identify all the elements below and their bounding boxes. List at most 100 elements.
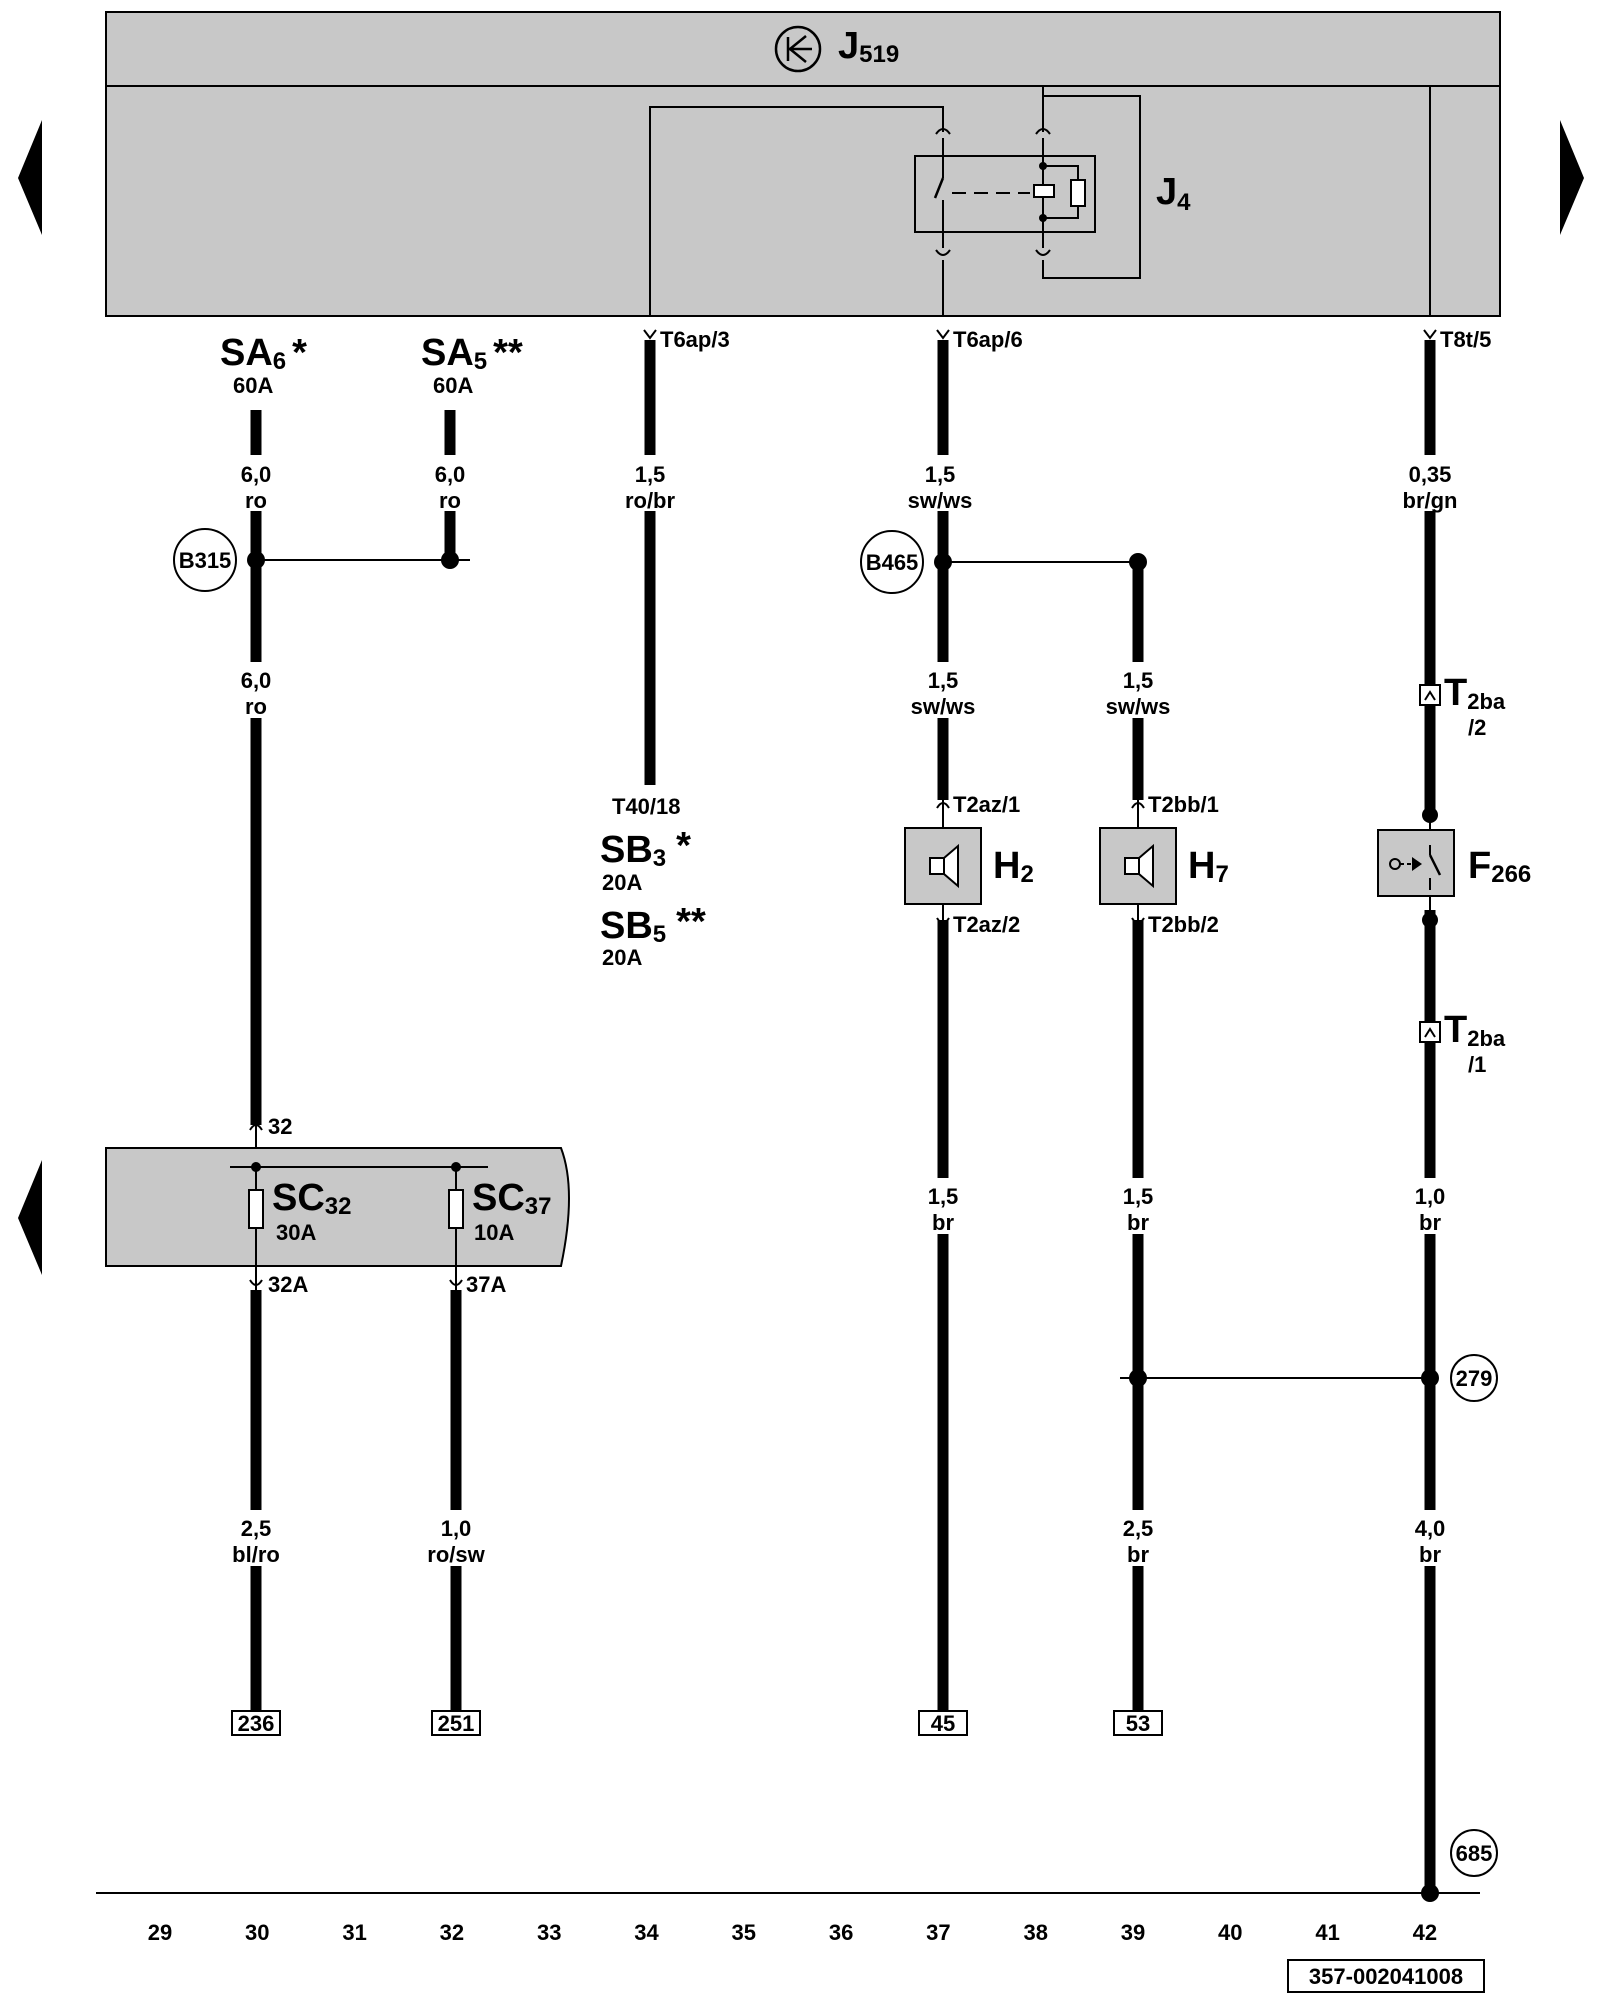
- svg-text:sw/ws: sw/ws: [911, 694, 976, 719]
- column-number: 30: [245, 1920, 269, 1945]
- sa6-label: SA6*: [220, 332, 307, 375]
- reference-236[interactable]: 236: [238, 1711, 275, 1736]
- reference-53[interactable]: 53: [1126, 1711, 1150, 1736]
- reference-boxes: 236 251 45 53: [231, 1710, 1163, 1736]
- sc-fuse-holder: SC32 30A SC37 10A: [105, 1147, 570, 1290]
- t2ba-2-label: T2ba: [1444, 672, 1506, 714]
- svg-text:ro/br: ro/br: [625, 488, 676, 513]
- nav-left-arrow-bottom[interactable]: [18, 1160, 42, 1275]
- svg-text:1,5: 1,5: [635, 462, 666, 487]
- svg-text:4,0: 4,0: [1415, 1516, 1446, 1541]
- connector-t2bb2: T2bb/2: [1148, 912, 1219, 937]
- nav-left-arrow-top[interactable]: [18, 120, 42, 235]
- column-number: 33: [537, 1920, 561, 1945]
- sc37-rating: 10A: [474, 1220, 514, 1245]
- j519-module: J519: [105, 11, 1501, 317]
- control-unit-icon: [774, 25, 822, 73]
- h2-label: H2: [993, 845, 1034, 888]
- svg-text:6,0: 6,0: [241, 462, 272, 487]
- svg-text:ro: ro: [245, 694, 267, 719]
- svg-text:br: br: [1419, 1210, 1441, 1235]
- t2ba-2-pin: /2: [1468, 715, 1486, 740]
- h7-horn: H7: [1099, 827, 1229, 905]
- horn-icon: [1124, 857, 1140, 875]
- column-number: 39: [1121, 1920, 1145, 1945]
- connector-t2az1: T2az/1: [953, 792, 1020, 817]
- sc37-label: SC37: [472, 1177, 552, 1220]
- sc37-fuse: [448, 1189, 464, 1229]
- t2ba-connector-2: T2ba /2: [1419, 672, 1506, 740]
- t2ba-1-label: T2ba: [1444, 1009, 1506, 1051]
- sb5-rating: 20A: [602, 945, 642, 970]
- column-number: 38: [1023, 1920, 1047, 1945]
- svg-text:bl/ro: bl/ro: [232, 1542, 280, 1567]
- svg-text:br: br: [1127, 1542, 1149, 1567]
- svg-text:sw/ws: sw/ws: [908, 488, 973, 513]
- t2ba-1-pin: /1: [1468, 1052, 1486, 1077]
- drawing-id-box: 357-002041008: [1287, 1959, 1485, 1993]
- column-number: 41: [1315, 1920, 1339, 1945]
- f266-switch: F266: [1377, 829, 1531, 897]
- svg-text:ro/sw: ro/sw: [427, 1542, 485, 1567]
- svg-text:1,5: 1,5: [928, 1184, 959, 1209]
- svg-text:1,5: 1,5: [928, 668, 959, 693]
- fuse-labels: SA6* 60A SA5** 60A SB3* 20A SB5** 20A: [220, 332, 706, 970]
- nav-right-arrow[interactable]: [1560, 120, 1584, 235]
- horn-icon: [929, 857, 945, 875]
- column-number: 31: [342, 1920, 366, 1945]
- sb3-rating: 20A: [602, 870, 642, 895]
- sc32-label: SC32: [272, 1177, 352, 1220]
- svg-text:br: br: [932, 1210, 954, 1235]
- sa5-label: SA5**: [421, 332, 523, 375]
- column-number: 36: [829, 1920, 853, 1945]
- sa6-rating: 60A: [233, 373, 273, 398]
- connector-labels: T6ap/3 T6ap/6 T8t/5 T40/18 T2az/1 T2az/2…: [268, 327, 1491, 1297]
- svg-text:br: br: [1127, 1210, 1149, 1235]
- connector-32: 32: [268, 1114, 292, 1139]
- connector-t8t5: T8t/5: [1440, 327, 1491, 352]
- f266-label: F266: [1468, 845, 1531, 888]
- svg-text:ro: ro: [439, 488, 461, 513]
- svg-text:1,5: 1,5: [1123, 668, 1154, 693]
- column-number: 37: [926, 1920, 950, 1945]
- connector-37a: 37A: [466, 1272, 506, 1297]
- svg-text:2,5: 2,5: [1123, 1516, 1154, 1541]
- j519-label: J519: [838, 25, 899, 68]
- junction-lines: [96, 559, 1480, 1894]
- junction-dots: [247, 551, 1439, 1902]
- sc32-rating: 30A: [276, 1220, 316, 1245]
- t2ba-connector-1: T2ba /1: [1419, 1009, 1506, 1077]
- ground-685: 685: [1456, 1841, 1493, 1866]
- sb5-label: SB5**: [600, 901, 706, 948]
- column-number: 34: [634, 1920, 659, 1945]
- sc32-fuse: [248, 1189, 264, 1229]
- connector-t40-18: T40/18: [612, 794, 681, 819]
- junction-markers: B315 B465 279 685: [173, 528, 1498, 1877]
- svg-text:6,0: 6,0: [435, 462, 466, 487]
- connector-t6ap6: T6ap/6: [953, 327, 1023, 352]
- reference-251[interactable]: 251: [438, 1711, 475, 1736]
- j519-internal-wiring: [649, 86, 1431, 316]
- h7-label: H7: [1188, 845, 1229, 888]
- svg-text:br/gn: br/gn: [1403, 488, 1458, 513]
- svg-text:2,5: 2,5: [241, 1516, 272, 1541]
- svg-text:sw/ws: sw/ws: [1106, 694, 1171, 719]
- pin-markers: [249, 329, 1437, 1286]
- svg-text:br: br: [1419, 1542, 1441, 1567]
- junction-b465: B465: [866, 550, 919, 575]
- sb3-label: SB3*: [600, 825, 691, 872]
- svg-text:1,5: 1,5: [1123, 1184, 1154, 1209]
- svg-text:ro: ro: [245, 488, 267, 513]
- reference-45[interactable]: 45: [931, 1711, 955, 1736]
- j4-relay: J4: [914, 128, 1191, 256]
- svg-text:1,5: 1,5: [925, 462, 956, 487]
- column-number: 42: [1413, 1920, 1437, 1945]
- connector-t2az2: T2az/2: [953, 912, 1020, 937]
- sa5-rating: 60A: [433, 373, 473, 398]
- connector-32a: 32A: [268, 1272, 308, 1297]
- svg-text:6,0: 6,0: [241, 668, 272, 693]
- wire-segments: [250, 340, 1436, 1898]
- ground-279: 279: [1456, 1366, 1493, 1391]
